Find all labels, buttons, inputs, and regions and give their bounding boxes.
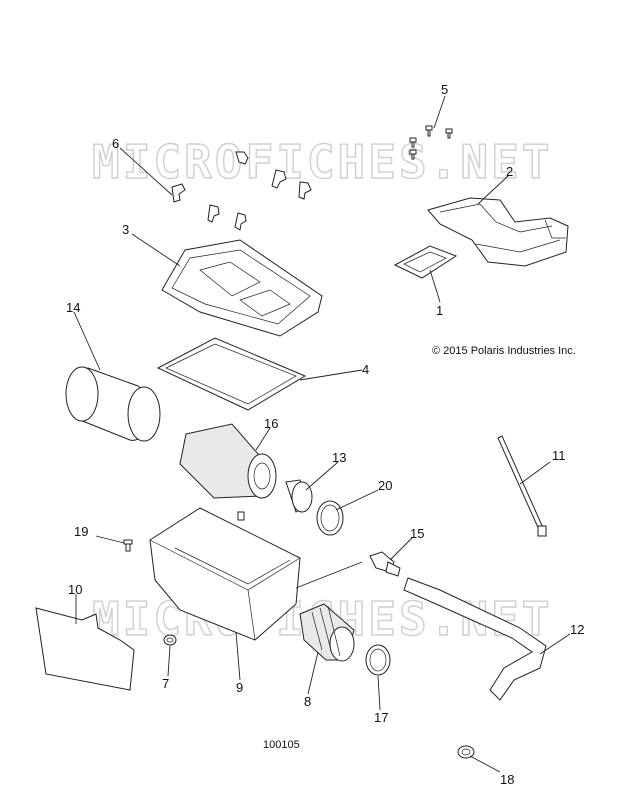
part-5-screws (409, 125, 453, 160)
part-15-sensor (369, 551, 401, 577)
callout-16: 16 (264, 416, 278, 431)
part-20-clamp (316, 500, 344, 536)
callout-11: 11 (552, 448, 566, 463)
figure-number: 100105 (263, 739, 300, 751)
callout-9: 9 (236, 680, 243, 695)
part-8-boot (299, 603, 355, 662)
part-9-airbox-base (149, 507, 301, 641)
part-16-air-filter (179, 423, 277, 499)
part-3-airbox-cover (161, 239, 323, 337)
callout-6: 6 (112, 136, 119, 151)
part-2-intake-duct (427, 197, 569, 267)
callout-13: 13 (332, 450, 346, 465)
callout-5: 5 (441, 82, 448, 97)
part-10-plate (35, 607, 135, 691)
callout-20: 20 (378, 478, 392, 493)
part-13-coupler (285, 479, 313, 513)
callout-4: 4 (362, 362, 369, 377)
leader-lines (73, 95, 571, 773)
callout-7: 7 (162, 676, 169, 691)
callout-8: 8 (304, 694, 311, 709)
callout-17: 17 (374, 710, 388, 725)
part-7-grommet (163, 634, 177, 646)
callout-15: 15 (410, 526, 424, 541)
watermark-top: MICROFICHES.NET (92, 135, 552, 189)
part-12-hose (403, 577, 547, 701)
callout-12: 12 (570, 622, 584, 637)
copyright-text: © 2015 Polaris Industries Inc. (432, 345, 576, 357)
callout-18: 18 (500, 772, 514, 787)
part-6-clips (171, 151, 312, 231)
callout-19: 19 (74, 524, 88, 539)
callout-14: 14 (66, 300, 80, 315)
callout-10: 10 (68, 582, 82, 597)
part-1-gasket (393, 245, 458, 279)
callout-2: 2 (506, 164, 513, 179)
part-19-screw (123, 539, 133, 552)
callout-1: 1 (436, 303, 443, 318)
part-18-clamp (457, 745, 475, 759)
part-4-seal (156, 337, 307, 411)
part-14-prefilter (65, 366, 161, 442)
part-11-tube (497, 435, 547, 537)
callout-3: 3 (122, 222, 129, 237)
part-17-clamp (365, 644, 391, 676)
